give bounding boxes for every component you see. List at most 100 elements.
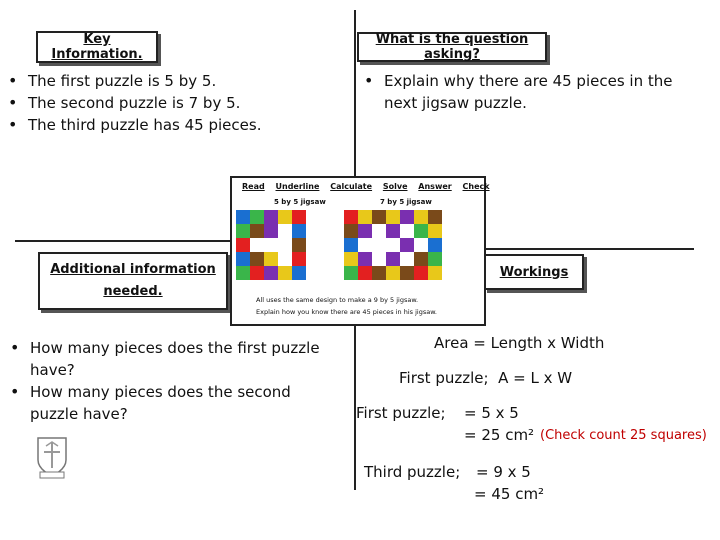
first-puzzle-calc: = 5 x 5	[464, 404, 519, 422]
jigsaw-piece	[386, 224, 400, 238]
jigsaw-piece	[344, 224, 358, 238]
jigsaw-piece	[400, 210, 414, 224]
jigsaw-piece	[428, 252, 442, 266]
question-list: Explain why there are 45 pieces in the n…	[360, 70, 710, 114]
jigsaw-piece	[414, 266, 428, 280]
jigsaw-piece	[292, 238, 306, 252]
step-read: Read	[242, 182, 265, 191]
workings-title: Workings	[499, 264, 569, 280]
jigsaw-piece	[358, 210, 372, 224]
key-information-item: The first puzzle is 5 by 5.	[4, 70, 334, 92]
step-check: Check	[462, 182, 490, 191]
jigsaw-piece	[386, 252, 400, 266]
step-underline: Underline	[275, 182, 320, 191]
horizontal-divider-left	[15, 240, 235, 242]
additional-info-item: How many pieces does the second puzzle h…	[6, 381, 336, 425]
jigsaw-note-1: All uses the same design to make a 9 by …	[256, 296, 419, 304]
jigsaw-piece	[386, 266, 400, 280]
jigsaw-piece	[250, 210, 264, 224]
jigsaw-piece	[372, 266, 386, 280]
jigsaw-piece	[292, 224, 306, 238]
additional-info-heading: Additional information needed.	[38, 252, 228, 310]
jigsaw-piece	[264, 252, 278, 266]
jigsaw-piece	[250, 238, 264, 252]
jigsaw-piece	[292, 266, 306, 280]
question-title: What is the question asking?	[375, 32, 529, 62]
jigsaw-piece	[372, 224, 386, 238]
jigsaw-piece	[400, 224, 414, 238]
jigsaw-piece	[414, 224, 428, 238]
jigsaw-piece	[236, 224, 250, 238]
jigsaw-piece	[278, 266, 292, 280]
jigsaw-piece	[414, 238, 428, 252]
jigsaw-piece	[250, 266, 264, 280]
key-information-list: The first puzzle is 5 by 5. The second p…	[4, 70, 334, 136]
jigsaw-piece	[414, 252, 428, 266]
horizontal-divider-right	[476, 248, 694, 250]
jigsaw-piece	[236, 252, 250, 266]
jigsaw-piece	[264, 238, 278, 252]
jigsaw-piece	[292, 210, 306, 224]
jigsaw-note-2: Explain how you know there are 45 pieces…	[256, 308, 437, 316]
jigsaw-piece	[372, 238, 386, 252]
key-information-item: The third puzzle has 45 pieces.	[4, 114, 334, 136]
step-answer: Answer	[418, 182, 452, 191]
jigsaw-piece	[264, 266, 278, 280]
jigsaw-piece	[278, 210, 292, 224]
jigsaw-b-grid	[344, 210, 442, 280]
jigsaw-piece	[400, 266, 414, 280]
question-heading: What is the question asking?	[357, 32, 547, 62]
jigsaw-piece	[372, 210, 386, 224]
jigsaw-piece	[386, 210, 400, 224]
third-puzzle-result: = 45 cm²	[474, 485, 545, 503]
jigsaw-piece	[236, 238, 250, 252]
jigsaw-piece	[250, 252, 264, 266]
jigsaw-piece	[292, 252, 306, 266]
jigsaw-piece	[278, 224, 292, 238]
jigsaw-b-label: 7 by 5 jigsaw	[380, 198, 432, 206]
rucsac-steps: Read Underline Calculate Solve Answer Ch…	[242, 182, 498, 191]
jigsaw-a-grid	[236, 210, 306, 280]
third-puzzle-label: Third puzzle;	[364, 463, 461, 481]
first-puzzle-result: = 25 cm²	[464, 426, 535, 444]
jigsaw-piece	[428, 266, 442, 280]
jigsaw-piece	[428, 238, 442, 252]
jigsaw-piece	[344, 210, 358, 224]
key-information-title: Key Information.	[51, 32, 143, 62]
jigsaw-piece	[358, 252, 372, 266]
additional-info-title-line1: Additional information	[50, 262, 216, 277]
additional-info-list: How many pieces does the first puzzle ha…	[6, 337, 336, 425]
jigsaw-piece	[428, 210, 442, 224]
key-information-item: The second puzzle is 7 by 5.	[4, 92, 334, 114]
jigsaw-piece	[428, 224, 442, 238]
step-solve: Solve	[382, 182, 408, 191]
additional-info-title-line2: needed.	[103, 284, 163, 299]
jigsaw-piece	[278, 252, 292, 266]
jigsaw-piece	[358, 224, 372, 238]
third-puzzle-calc: = 9 x 5	[476, 463, 531, 481]
key-information-heading: Key Information.	[36, 31, 158, 63]
school-crest-icon	[37, 437, 67, 479]
jigsaw-piece	[264, 210, 278, 224]
jigsaw-piece	[358, 266, 372, 280]
jigsaw-piece	[414, 210, 428, 224]
first-puzzle-check-note: (Check count 25 squares)	[540, 428, 707, 443]
jigsaw-piece	[344, 266, 358, 280]
jigsaw-piece	[236, 210, 250, 224]
jigsaw-piece	[344, 252, 358, 266]
question-item: Explain why there are 45 pieces in the n…	[360, 70, 710, 114]
step-calculate: Calculate	[330, 182, 373, 191]
jigsaw-piece	[372, 252, 386, 266]
jigsaw-piece	[400, 238, 414, 252]
jigsaw-piece	[400, 252, 414, 266]
jigsaw-a-label: 5 by 5 jigsaw	[274, 198, 326, 206]
jigsaw-piece	[264, 224, 278, 238]
jigsaw-piece	[236, 266, 250, 280]
jigsaw-problem-panel: Read Underline Calculate Solve Answer Ch…	[230, 176, 490, 326]
additional-info-item: How many pieces does the first puzzle ha…	[6, 337, 336, 381]
jigsaw-piece	[250, 224, 264, 238]
first-puzzle-label: First puzzle;	[356, 404, 446, 422]
jigsaw-piece	[386, 238, 400, 252]
jigsaw-piece	[278, 238, 292, 252]
area-formula: Area = Length x Width	[434, 334, 605, 352]
